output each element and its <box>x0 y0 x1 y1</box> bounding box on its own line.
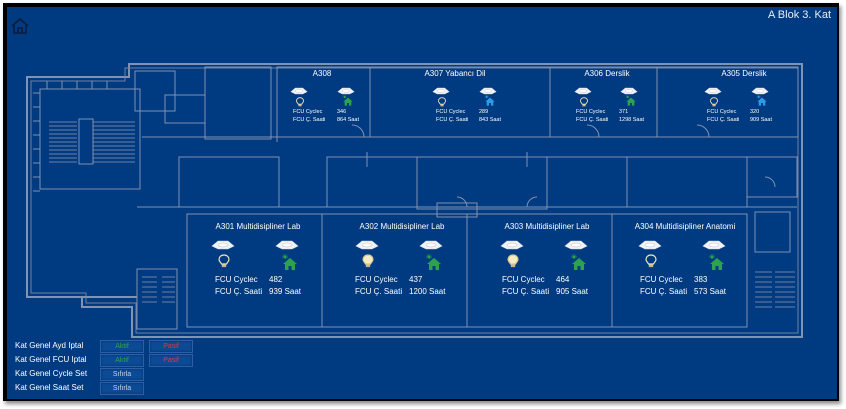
fcu-cycle-value: 371 <box>619 109 629 115</box>
home-icon <box>11 17 29 34</box>
bulb-icon[interactable] <box>295 94 305 112</box>
fcu-cycle-label: FCU Cyclec <box>502 275 545 284</box>
fcu-hours-label: FCU Ç. Saati <box>576 117 609 123</box>
page-title: A Blok 3. Kat <box>768 9 831 21</box>
fcu-home-icon[interactable] <box>625 94 637 112</box>
control-label-fcu-iptal: Kat Genel FCU Iptal <box>15 355 87 364</box>
light-fixture-icon[interactable] <box>638 237 662 255</box>
fcu-hours-value: 939 Saat <box>269 287 302 296</box>
building-outline <box>26 63 803 338</box>
light-fixture-icon[interactable] <box>355 237 379 255</box>
fcu-cycle-value: 482 <box>269 275 283 284</box>
cycle-reset-button[interactable]: Sıfırla <box>100 368 144 381</box>
fcu-unit-icon[interactable] <box>337 82 355 100</box>
floor-plan <box>26 63 803 338</box>
room-name: A307 Yabancı Dil <box>424 69 486 78</box>
room-a301: A301 Multidisipliner Lab FCU Cyclec 482 … <box>193 222 323 302</box>
fcu-unit-icon[interactable] <box>751 82 769 100</box>
room-a302: A302 Multidisipliner Lab FCU Cyclec 437 … <box>337 222 467 302</box>
fcu-unit-icon[interactable] <box>564 237 588 255</box>
fcu-hours-value: 1200 Saat <box>409 287 446 296</box>
fcu-hours-label: FCU Ç. Saati <box>707 117 740 123</box>
fcu-iptal-aktif-button[interactable]: Aktif <box>100 354 144 367</box>
fcu-cycle-label: FCU Cyclec <box>436 109 466 115</box>
fcu-cycle-value: 383 <box>694 275 708 284</box>
fcu-hours-label: FCU Ç. Saati <box>215 287 263 296</box>
fcu-home-icon[interactable] <box>484 94 496 112</box>
fcu-cycle-value: 346 <box>337 109 347 115</box>
room-a308: A308 FCU Cyclec 346 FCU Ç. Saati 864 Saa… <box>279 69 365 127</box>
fcu-home-icon[interactable] <box>708 254 726 277</box>
fcu-unit-icon[interactable] <box>620 82 638 100</box>
room-a304: A304 Multidisipliner Anatomi FCU Cyclec … <box>620 222 750 302</box>
fcu-home-icon[interactable] <box>342 94 354 112</box>
fcu-hours-label: FCU Ç. Saati <box>293 117 326 123</box>
fcu-iptal-pasif-button[interactable]: Pasif <box>149 354 193 367</box>
fcu-unit-icon[interactable] <box>419 237 443 255</box>
fcu-hours-label: FCU Ç. Saati <box>502 287 550 296</box>
light-fixture-icon[interactable] <box>211 237 235 255</box>
bulb-icon[interactable] <box>506 254 520 273</box>
fcu-cycle-label: FCU Cyclec <box>707 109 737 115</box>
room-name: A305 Derslik <box>721 69 767 78</box>
light-fixture-icon[interactable] <box>704 82 722 100</box>
fcu-cycle-value: 464 <box>556 275 570 284</box>
fcu-hours-label: FCU Ç. Saati <box>640 287 688 296</box>
fcu-cycle-value: 320 <box>750 109 760 115</box>
fcu-cycle-value: 289 <box>479 109 489 115</box>
fcu-hours-label: FCU Ç. Saati <box>355 287 403 296</box>
fcu-home-icon[interactable] <box>570 254 588 277</box>
room-name: A308 <box>312 69 332 78</box>
fcu-unit-icon[interactable] <box>702 237 726 255</box>
fcu-home-icon[interactable] <box>425 254 443 277</box>
room-name: A304 Multidisipliner Anatomi <box>634 222 736 231</box>
control-label-saat-set: Kat Genel Saat Set <box>15 383 84 392</box>
hours-reset-button[interactable]: Sıfırla <box>100 382 144 395</box>
ayd-iptal-aktif-button[interactable]: Aktif <box>100 340 144 353</box>
room-name: A301 Multidisipliner Lab <box>215 222 301 231</box>
fcu-home-icon[interactable] <box>756 94 768 112</box>
fcu-hours-value: 843 Saat <box>479 117 502 123</box>
fcu-cycle-label: FCU Cyclec <box>355 275 398 284</box>
room-a305: A305 Derslik FCU Cyclec 320 FCU Ç. Saati… <box>694 69 794 127</box>
room-a306: A306 Derslik FCU Cyclec 371 FCU Ç. Saati… <box>562 69 652 127</box>
fcu-cycle-label: FCU Cyclec <box>293 109 323 115</box>
light-fixture-icon[interactable] <box>432 82 450 100</box>
fcu-hours-value: 909 Saat <box>750 117 773 123</box>
room-name: A302 Multidisipliner Lab <box>359 222 445 231</box>
fcu-unit-icon[interactable] <box>275 237 299 255</box>
room-name: A303 Multidisipliner Lab <box>504 222 590 231</box>
fcu-hours-label: FCU Ç. Saati <box>436 117 469 123</box>
light-fixture-icon[interactable] <box>500 237 524 255</box>
fcu-hours-value: 864 Saat <box>337 117 360 123</box>
bulb-icon[interactable] <box>361 254 375 273</box>
room-a303: A303 Multidisipliner Lab FCU Cyclec 464 … <box>482 222 612 302</box>
fcu-cycle-label: FCU Cyclec <box>215 275 258 284</box>
fcu-cycle-label: FCU Cyclec <box>576 109 606 115</box>
control-label-cycle-set: Kat Genel Cycle Set <box>15 369 88 378</box>
ayd-iptal-pasif-button[interactable]: Pasif <box>149 340 193 353</box>
bulb-icon[interactable] <box>217 254 231 273</box>
fcu-cycle-value: 437 <box>409 275 423 284</box>
fcu-hours-value: 905 Saat <box>556 287 589 296</box>
room-a307: A307 Yabancı Dil FCU Cyclec 289 FCU Ç. S… <box>400 69 510 127</box>
fcu-unit-icon[interactable] <box>479 82 497 100</box>
light-fixture-icon[interactable] <box>574 82 592 100</box>
bulb-icon[interactable] <box>579 94 589 112</box>
bulb-icon[interactable] <box>437 94 447 112</box>
fcu-home-icon[interactable] <box>281 254 299 277</box>
control-label-ayd-iptal: Kat Genel Ayd Iptal <box>15 341 84 350</box>
fcu-cycle-label: FCU Cyclec <box>640 275 683 284</box>
bulb-icon[interactable] <box>709 94 719 112</box>
fcu-hours-value: 1298 Saat <box>619 117 645 123</box>
light-fixture-icon[interactable] <box>290 82 308 100</box>
room-name: A306 Derslik <box>584 69 630 78</box>
bulb-icon[interactable] <box>644 254 658 273</box>
scada-screen: A Blok 3. Kat A308 FCU Cyclec 346 FCU Ç.… <box>7 7 837 399</box>
fcu-hours-value: 573 Saat <box>694 287 727 296</box>
home-button[interactable] <box>10 17 30 35</box>
